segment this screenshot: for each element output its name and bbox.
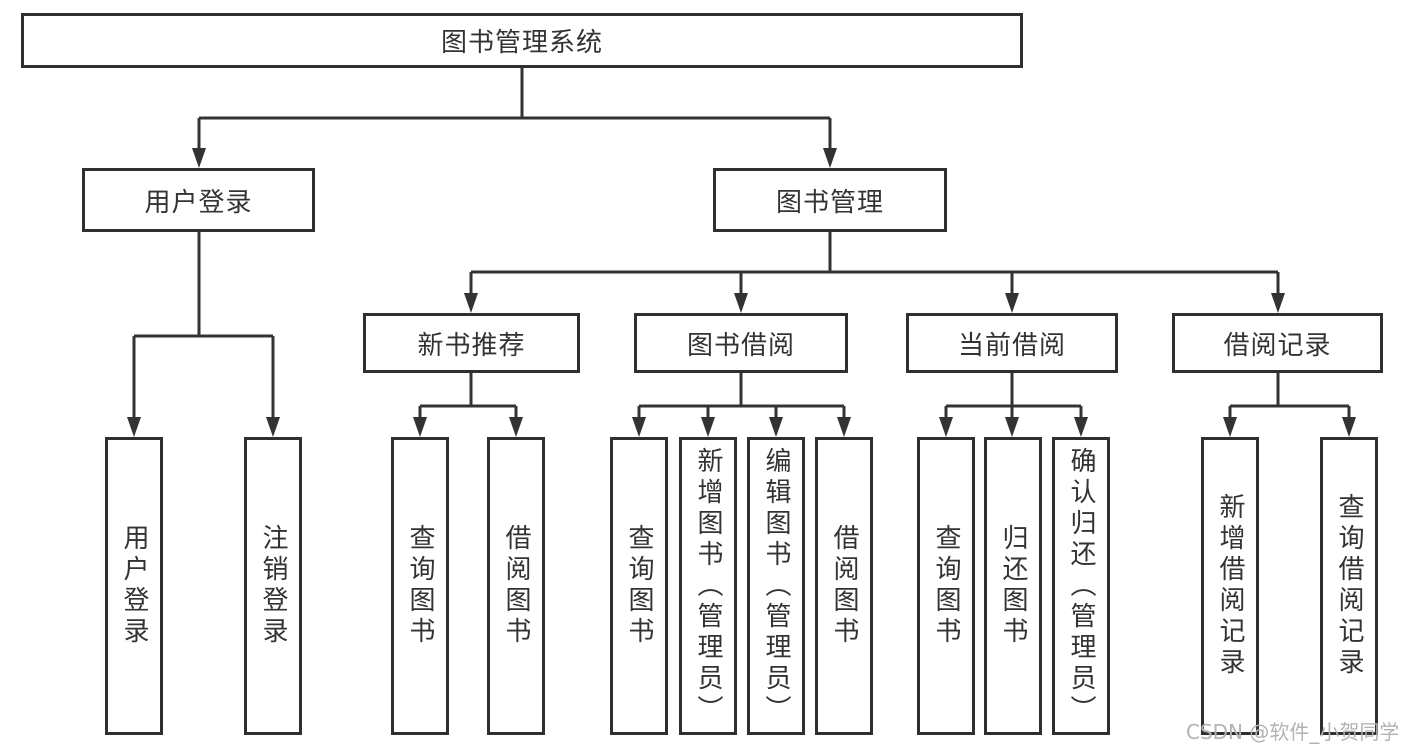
node-borrow-books-recommend: 借阅图书 [487, 437, 545, 735]
arrowhead [1223, 417, 1237, 437]
arrowhead [1271, 293, 1285, 313]
arrowhead [1005, 293, 1019, 313]
node-user-login: 用户登录 [82, 168, 315, 232]
arrowhead [1074, 417, 1088, 437]
node-query-borrow-record: 查询借阅记录 [1320, 437, 1378, 735]
node-book-borrowing: 图书借阅 [634, 313, 848, 373]
node-book-management: 图书管理 [713, 168, 947, 232]
arrowhead [632, 417, 646, 437]
arrowhead [734, 293, 748, 313]
node-borrow-books-borrowing: 借阅图书 [815, 437, 873, 735]
arrowhead [823, 148, 837, 168]
node-add-borrow-record: 新增借阅记录 [1201, 437, 1259, 735]
arrowhead [939, 417, 953, 437]
arrowhead [509, 417, 523, 437]
node-edit-book-admin: 编辑图书（管理员） [747, 437, 805, 735]
node-new-book-recommendation: 新书推荐 [363, 313, 580, 373]
node-query-books-borrowing: 查询图书 [610, 437, 668, 735]
node-confirm-return-admin: 确认归还（管理员） [1052, 437, 1110, 735]
arrowhead [769, 417, 783, 437]
arrowhead [701, 417, 715, 437]
node-user-login-leaf: 用户登录 [105, 437, 163, 735]
csdn-watermark: CSDN @软件_小贺同学 [1186, 720, 1400, 744]
node-logout-leaf: 注销登录 [244, 437, 302, 735]
node-library-management-system: 图书管理系统 [21, 13, 1023, 68]
arrowhead [464, 293, 478, 313]
arrowhead [413, 417, 427, 437]
arrowhead [127, 417, 141, 437]
node-borrowing-records: 借阅记录 [1172, 313, 1383, 373]
node-return-books: 归还图书 [984, 437, 1042, 735]
arrowhead [837, 417, 851, 437]
arrowhead [1005, 417, 1019, 437]
node-query-books-recommend: 查询图书 [391, 437, 449, 735]
arrowhead [192, 148, 206, 168]
node-add-book-admin: 新增图书（管理员） [679, 437, 737, 735]
arrowhead [1342, 417, 1356, 437]
arrowhead [266, 417, 280, 437]
node-query-books-current: 查询图书 [917, 437, 975, 735]
node-current-borrowing: 当前借阅 [906, 313, 1118, 373]
